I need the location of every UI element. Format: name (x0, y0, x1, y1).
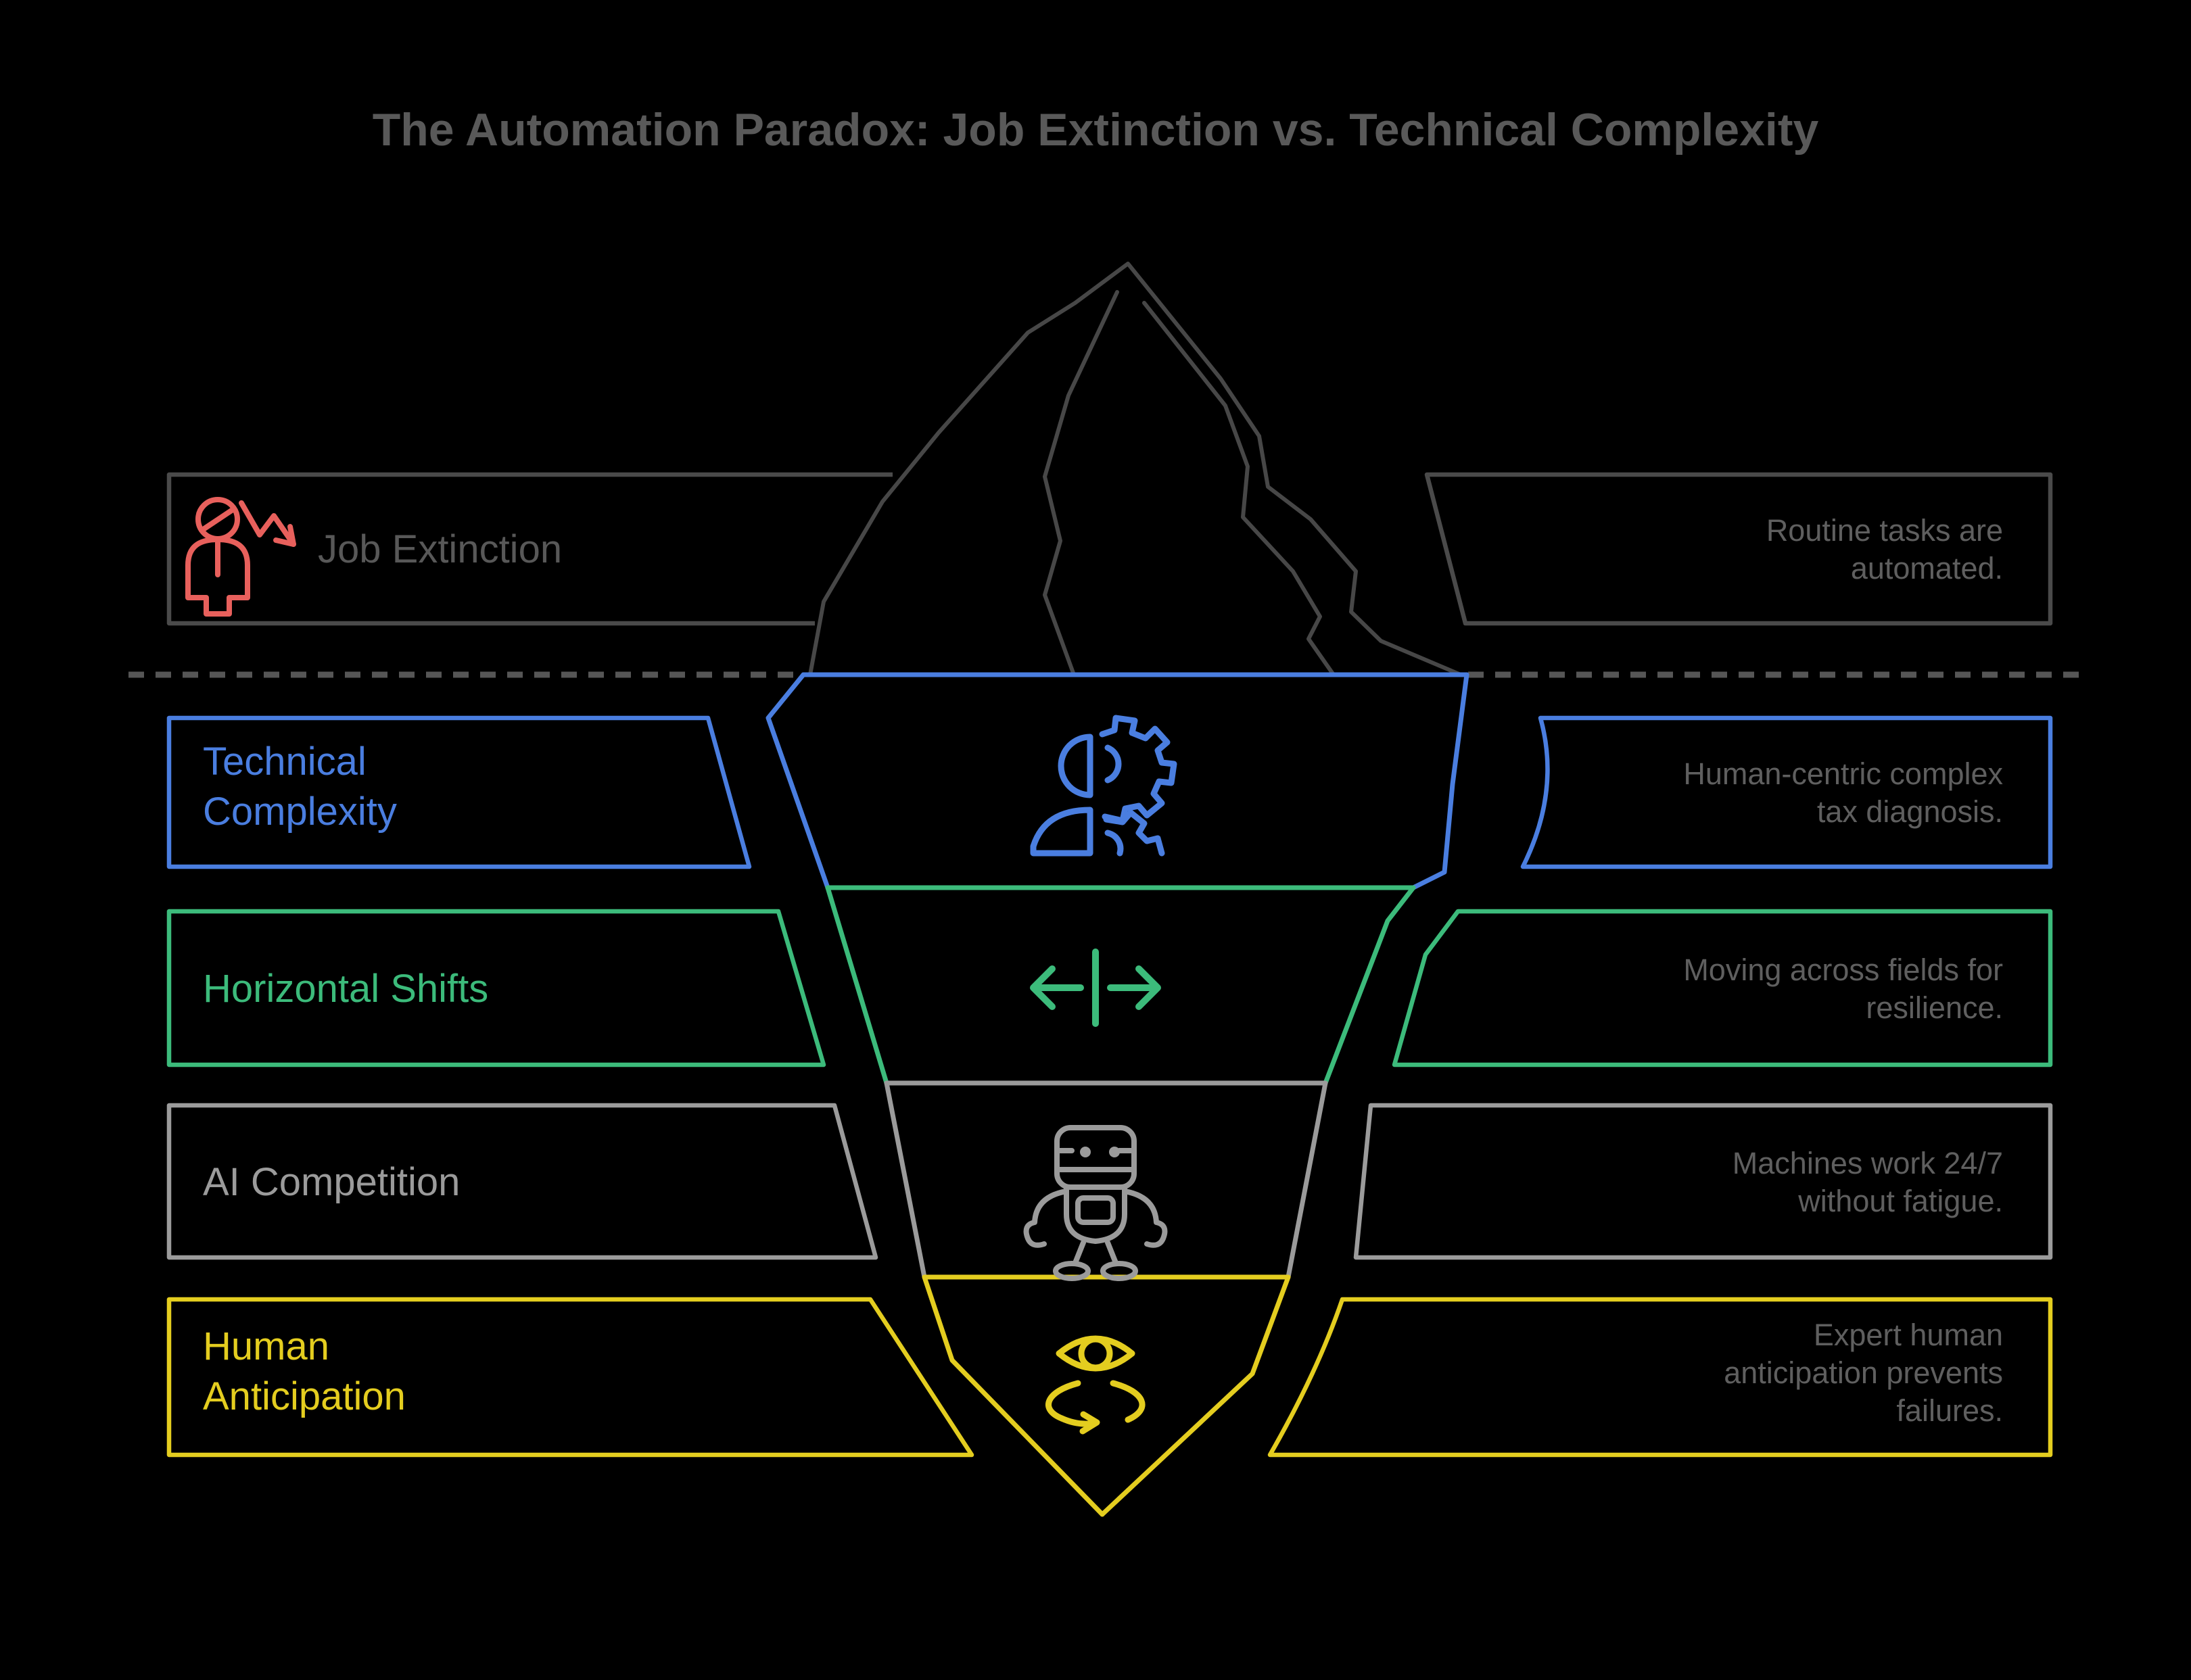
row-job-extinction: Job Extinction Routine tasks are automat… (166, 472, 2053, 626)
person-head-line (199, 507, 235, 533)
decline-arrowhead (273, 524, 296, 547)
row-horizontal-shifts: Horizontal Shifts Moving across fields f… (166, 909, 2053, 1067)
row-technical-complexity: Technical Complexity Human-centric compl… (166, 715, 2053, 869)
iceberg-section-technical-complexity (765, 672, 1469, 890)
job-extinction-label: Job Extinction (318, 527, 562, 571)
robot-legs (1073, 1240, 1118, 1266)
rotation-arc-left (1045, 1380, 1081, 1422)
technical-complexity-box (166, 715, 752, 869)
iceberg-blue-right-edge (1411, 672, 1469, 890)
robot-eye-left (1080, 1147, 1091, 1157)
human-anticipation-description-line1: Expert human (1814, 1318, 2003, 1352)
human-anticipation-label-line1: Human (203, 1324, 329, 1368)
ai-competition-description-line1: Machines work 24/7 (1733, 1146, 2003, 1180)
gear-half-bottom (1103, 809, 1165, 857)
robot-foot-left (1053, 1261, 1091, 1281)
robot-eye-right (1109, 1147, 1120, 1157)
job-extinction-description-line2: automated. (1851, 551, 2003, 585)
eye-rotation-icon (1045, 1335, 1146, 1435)
iceberg-section-ai-competition (884, 1080, 1328, 1280)
human-anticipation-description-box (1267, 1297, 2053, 1458)
arrow-left (1030, 965, 1084, 1010)
iceberg-section-horizontal-shifts (825, 885, 1416, 1086)
gear-half-top (1099, 715, 1177, 824)
iceberg-green-left-edge (825, 885, 889, 1086)
horizontal-shifts-description-line1: Moving across fields for (1683, 953, 2003, 987)
robot-icon (1023, 1125, 1168, 1281)
iceberg-yellow-left-edge (922, 1274, 1105, 1517)
horizontal-shifts-label: Horizontal Shifts (203, 967, 488, 1011)
left-right-arrows-icon (1030, 949, 1161, 1027)
horizontal-shifts-box (166, 909, 826, 1067)
human-anticipation-description-line2: anticipation prevents (1724, 1355, 2003, 1390)
robot-screen (1075, 1195, 1116, 1225)
human-half-shoulder (1030, 807, 1093, 857)
robot-body (1064, 1184, 1127, 1244)
robot-visor-lines (1054, 1148, 1137, 1172)
ai-competition-box (166, 1103, 878, 1260)
iceberg-gray-right-edge (1286, 1080, 1328, 1280)
technical-complexity-description-line2: tax diagnosis. (1817, 794, 2003, 829)
row-ai-competition: AI Competition Machines work 24/7 withou… (166, 1103, 2053, 1281)
job-extinction-description-line1: Routine tasks are (1766, 513, 2003, 548)
ai-competition-description-box (1353, 1103, 2053, 1260)
row-human-anticipation: Human Anticipation Expert human anticipa… (166, 1297, 2053, 1458)
gear-half-bottom-inner (1104, 830, 1124, 857)
iceberg-blue-left-edge (765, 672, 830, 890)
gear-half-top-inner (1104, 744, 1122, 784)
iceberg-section-human-anticipation (922, 1274, 1291, 1517)
human-gear-icon (1030, 715, 1177, 857)
eye-outline (1056, 1335, 1135, 1372)
eye-pupil (1078, 1336, 1113, 1371)
iceberg-inner-ridge-left (1043, 290, 1119, 677)
iceberg-gray-left-edge (884, 1080, 927, 1280)
arrow-right (1107, 965, 1161, 1010)
ai-competition-description-line2: without fatigue. (1797, 1184, 2003, 1218)
iceberg-inner-ridge-right (1142, 301, 1336, 677)
human-anticipation-box (166, 1297, 974, 1458)
human-anticipation-description-line3: failures. (1896, 1393, 2003, 1428)
robot-foot-right (1100, 1261, 1138, 1281)
technical-complexity-description-box (1520, 715, 2053, 869)
iceberg-yellow-right-edge (1100, 1274, 1291, 1517)
person-body (185, 537, 250, 617)
iceberg-above-water (808, 262, 1463, 677)
robot-arm-right (1122, 1189, 1168, 1248)
iceberg-green-right-edge (1323, 885, 1416, 1086)
job-extinction-box (166, 472, 893, 626)
robot-head (1054, 1125, 1137, 1190)
job-extinction-description-box (1424, 472, 2053, 626)
person-decline-icon (185, 497, 296, 617)
decline-arrow (239, 500, 296, 547)
rotation-arrowhead (1058, 1411, 1100, 1435)
technical-complexity-label-line1: Technical (203, 740, 367, 784)
horizontal-shifts-description-box (1392, 909, 2053, 1067)
human-anticipation-label-line2: Anticipation (203, 1374, 406, 1418)
technical-complexity-label-line2: Complexity (203, 790, 397, 834)
rotation-arc-right (1110, 1380, 1146, 1423)
human-half-head (1058, 734, 1093, 798)
iceberg-submerged (765, 672, 1469, 1517)
iceberg-peak-outline (808, 262, 1463, 677)
page-title: The Automation Paradox: Job Extinction v… (373, 104, 1819, 155)
ai-competition-label: AI Competition (203, 1160, 460, 1204)
robot-arm-left (1023, 1189, 1069, 1248)
horizontal-shifts-description-line2: resilience. (1866, 990, 2003, 1025)
technical-complexity-description-line1: Human-centric complex (1683, 757, 2003, 791)
